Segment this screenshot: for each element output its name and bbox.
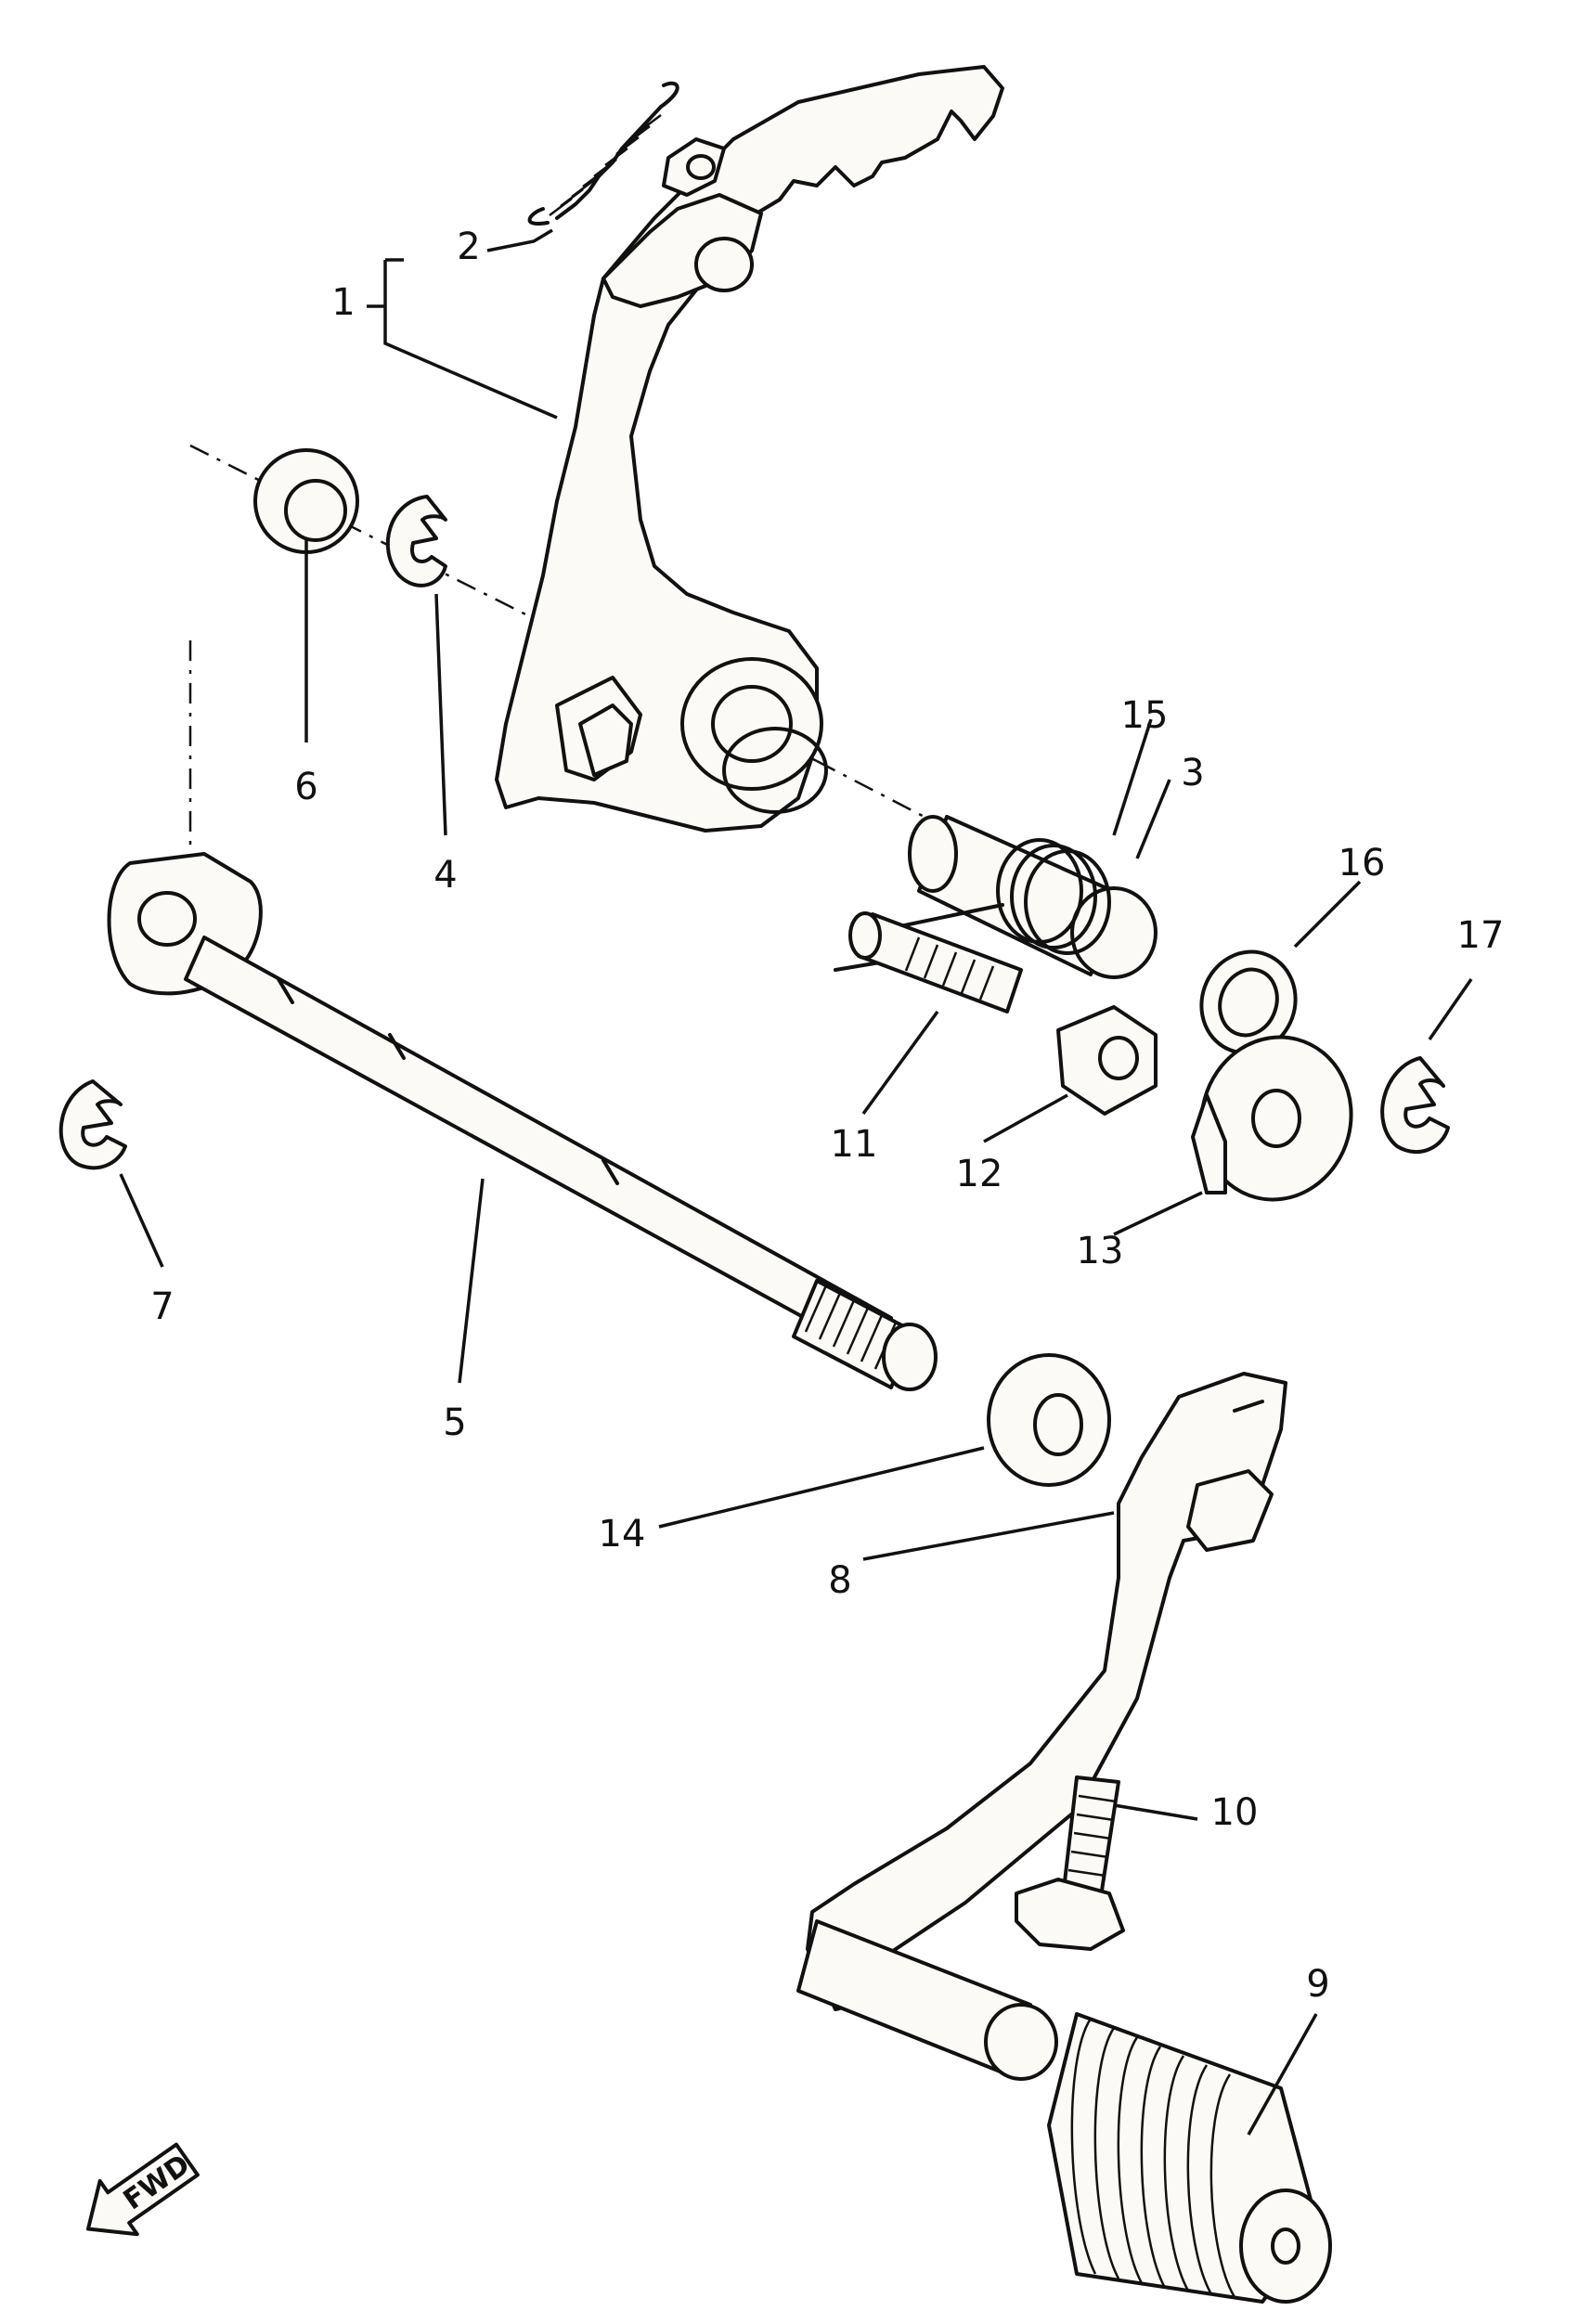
part-label-10: 10 [1211,1791,1259,1834]
part-label-17: 17 [1457,914,1505,957]
part-label-13: 13 [1077,1230,1124,1272]
part-1-shift-arm [495,65,1004,833]
part-label-8: 8 [828,1559,851,1602]
part-label-12: 12 [956,1153,1003,1195]
part-14-oil-seal [987,1353,1111,1487]
part-12-nut [1056,1005,1158,1116]
part-2-spring [527,81,679,226]
part-15-pin [908,815,1158,979]
part-label-14: 14 [599,1513,646,1556]
part-label-4: 4 [433,854,457,897]
part-3-torsion-spring [834,838,1111,972]
part-10-bolt [1015,1775,1125,1951]
fwd-direction-marker: FWD [85,2142,200,2237]
part-label-9: 9 [1306,1963,1329,2006]
part-label-5: 5 [443,1401,466,1444]
part-label-6: 6 [294,766,317,808]
part-9-rubber-footpeg [1047,2012,1332,2304]
part-label-3: 3 [1181,752,1204,794]
part-label-2: 2 [457,226,480,268]
pivot-axis-line-continued [816,759,943,828]
part-label-7: 7 [150,1285,174,1328]
part-6-collar [253,448,359,554]
part-label-16: 16 [1339,842,1386,884]
part-13-plate-washer [1191,1035,1353,1202]
part-11-stopper-pin [848,911,1023,1014]
leader-lines [119,228,1473,2136]
part-8-shift-pedal [796,1372,1287,2081]
part-label-15: 15 [1121,694,1169,737]
part-17-circlip [1380,1056,1450,1154]
part-label-1: 1 [331,281,355,324]
part-16-washer [1199,949,1298,1055]
part-label-11: 11 [831,1123,878,1166]
part-4-circlip [385,495,447,587]
part-5-shift-shaft [107,852,938,1391]
part-7-circlip [58,1079,127,1170]
fwd-arrow-icon [85,2142,200,2237]
